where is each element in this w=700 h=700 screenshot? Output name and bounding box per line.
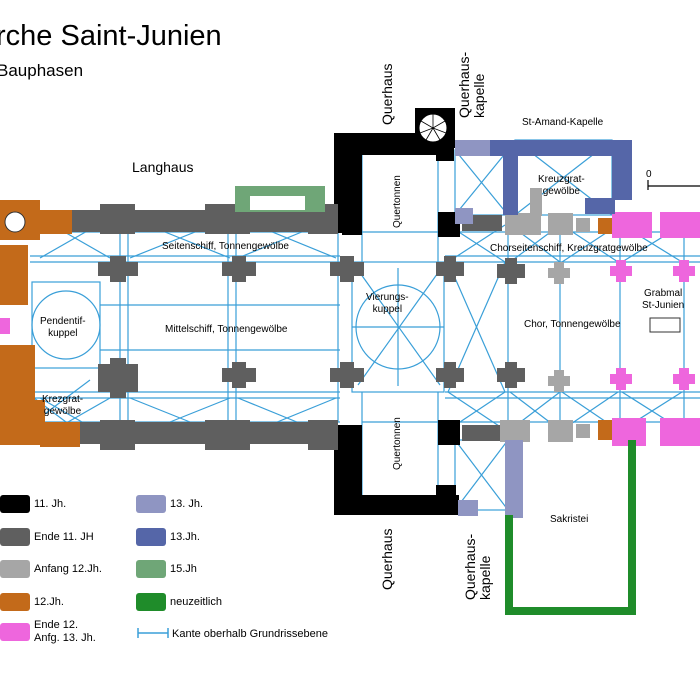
- phase-15-jh: [235, 186, 325, 212]
- legend-label: Anfang 12.Jh.: [34, 562, 102, 575]
- label-querhauskapelle-north: Querhaus- kapelle: [456, 51, 487, 118]
- label-sakristei: Sakristei: [550, 514, 589, 525]
- grabmal-tomb: [649, 317, 681, 333]
- legend-swatch: [136, 593, 166, 611]
- legend-item: 11. Jh.: [0, 494, 66, 514]
- label-querhauskapelle-south: Querhaus- kapelle: [462, 533, 493, 600]
- legend-item: 13.Jh.: [136, 527, 200, 547]
- label-langhaus: Langhaus: [132, 159, 194, 175]
- legend-label: 12.Jh.: [34, 595, 64, 608]
- legend-item: neuzeitlich: [136, 592, 222, 612]
- label-grabmal: Grabmal St-Junien: [642, 288, 685, 311]
- label-querhaus-south: Querhaus: [379, 528, 395, 590]
- scale-zero-label: 0: [646, 169, 652, 180]
- label-st-amand-kapelle: St-Amand-Kapelle: [522, 117, 604, 128]
- legend-edge-line: [137, 628, 169, 638]
- legend-swatch: [0, 623, 30, 641]
- legend-swatch: [0, 593, 30, 611]
- legend-item: Ende 11. JH: [0, 527, 94, 547]
- phase-ende-11-jh: [30, 204, 525, 450]
- legend-item: 15.Jh: [136, 559, 197, 579]
- legend-label: Kante oberhalb Grundrissebene: [172, 627, 328, 640]
- label-mittelschiff: Mittelschiff, Tonnengewölbe: [165, 324, 288, 335]
- label-kreuzgratgewoelbe: Kreuzgrat- gewölbe: [538, 174, 585, 197]
- label-quertonnen-north: Quertonnen: [392, 175, 403, 228]
- legend-label: 13.Jh.: [170, 530, 200, 543]
- legend-label: 15.Jh: [170, 562, 197, 575]
- phase-anfang-12-jh: [500, 188, 590, 442]
- legend-swatch: [0, 495, 30, 513]
- legend-swatch: [136, 560, 166, 578]
- page-title: rche Saint-Junien: [0, 20, 222, 52]
- legend-label: Ende 12. Anfg. 13. Jh.: [34, 619, 96, 644]
- label-querhaus-north: Querhaus: [379, 63, 395, 125]
- label-quertonnen-south: Quertonnen: [392, 417, 403, 470]
- label-krezgratgewoelbe: Krezgrat- gewölbe: [42, 394, 84, 417]
- label-vierungskuppel: Vierungs- kuppel: [366, 292, 409, 315]
- legend-item: 12.Jh.: [0, 592, 64, 612]
- phase-neuzeitlich: [505, 440, 636, 615]
- legend-label: 11. Jh.: [34, 497, 67, 510]
- legend-item: Ende 12. Anfg. 13. Jh.: [0, 619, 96, 644]
- legend-label: Ende 11. JH: [34, 530, 94, 543]
- label-chor: Chor, Tonnengewölbe: [524, 319, 621, 330]
- legend-item: Anfang 12.Jh.: [0, 559, 102, 579]
- legend-swatch: [0, 528, 30, 546]
- legend-swatch: [136, 528, 166, 546]
- page-subtitle: Bauphasen: [0, 61, 84, 80]
- label-seitenschiff: Seitenschiff, Tonnengewölbe: [162, 241, 289, 252]
- legend-item: Kante oberhalb Grundrissebene: [172, 624, 328, 644]
- legend-item: 13. Jh.: [136, 494, 203, 514]
- stair-tower-steps: [419, 114, 447, 141]
- phase-13-jh-blue: [490, 140, 632, 215]
- legend-swatch: [136, 495, 166, 513]
- label-chorseitenschiff: Chorseitenschiff, Kreuzgratgewölbe: [490, 243, 648, 254]
- legend-swatch: [0, 560, 30, 578]
- legend-label: 13. Jh.: [170, 497, 204, 510]
- label-pendentifkuppel: Pendentif- kuppel: [40, 316, 86, 339]
- west-stair: [4, 211, 26, 233]
- legend-label: neuzeitlich: [170, 595, 222, 608]
